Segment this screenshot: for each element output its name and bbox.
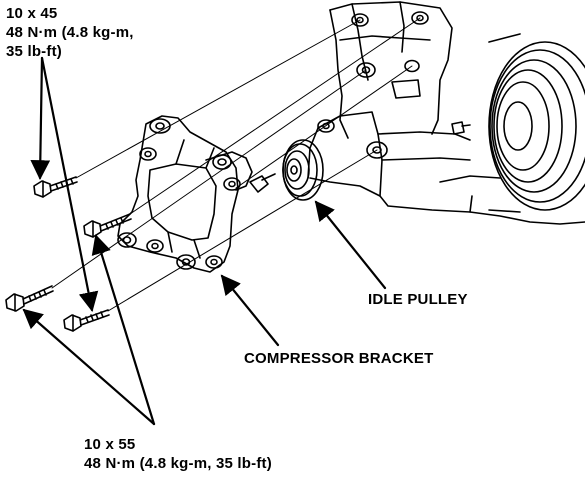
spec-torque: 48 N·m (4.8 kg-m, 35 lb-ft) — [84, 455, 272, 472]
bolt-spec-10x55: 10 x 55 48 N·m (4.8 kg-m, 35 lb-ft) — [84, 435, 272, 473]
engine-block — [307, 1, 585, 225]
idle-pulley — [249, 139, 324, 201]
alignment-lines — [51, 17, 421, 312]
bolt-10x45-lower — [63, 309, 110, 332]
spec-size: 10 x 55 — [84, 436, 136, 453]
compressor-bracket-label: COMPRESSOR BRACKET — [244, 350, 434, 367]
spec-torque-cont: 35 lb-ft) — [6, 43, 62, 60]
bolt-10x55-lower — [5, 285, 54, 312]
spec-size: 10 x 45 — [6, 5, 58, 22]
crankshaft-pulley — [488, 33, 585, 213]
bolt-spec-10x45: 10 x 45 48 N·m (4.8 kg-m, 35 lb-ft) — [6, 4, 134, 61]
bolt-10x45-upper — [33, 176, 78, 198]
leader-arrows — [22, 56, 387, 426]
compressor-bracket — [117, 115, 253, 273]
spec-torque: 48 N·m (4.8 kg-m, — [6, 24, 134, 41]
idle-pulley-label: IDLE PULLEY — [368, 291, 468, 308]
